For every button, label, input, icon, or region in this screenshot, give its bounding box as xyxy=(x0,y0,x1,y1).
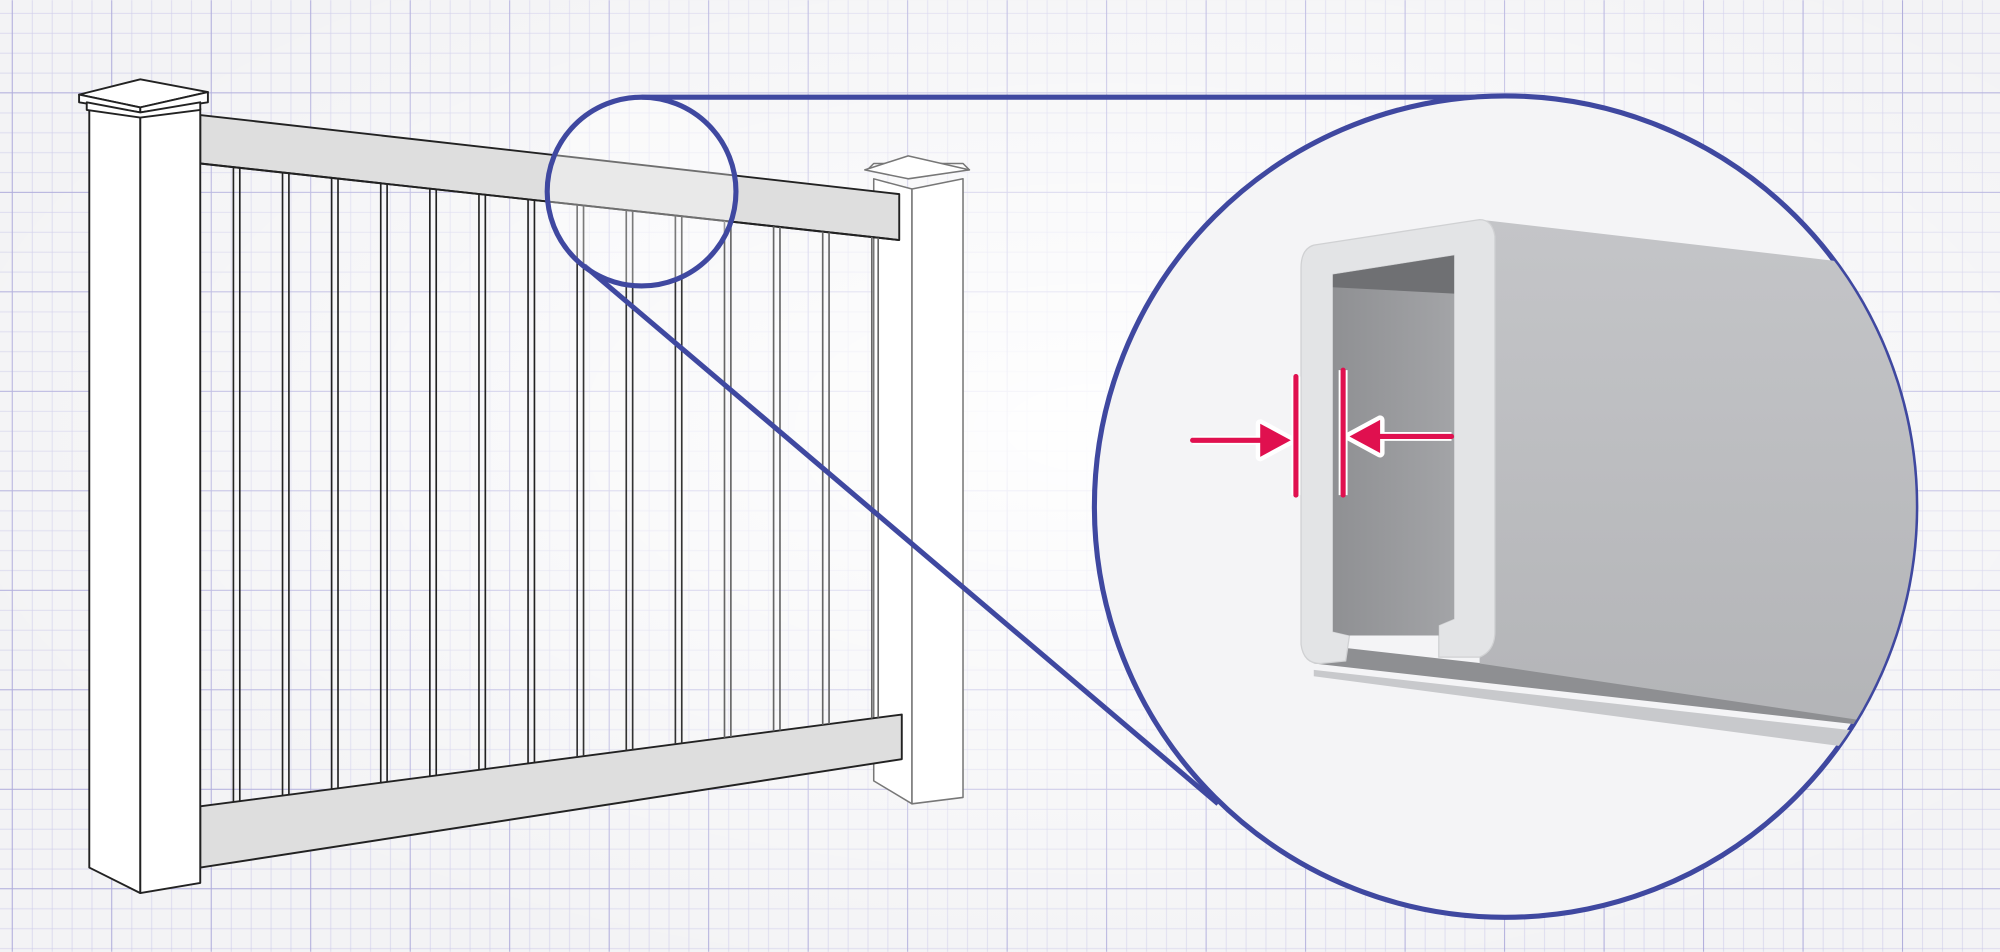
right-post xyxy=(864,155,971,805)
inward-arrows-icon xyxy=(1190,367,1455,498)
small-magnifier-circle xyxy=(544,94,739,289)
pickets xyxy=(232,167,880,803)
fence xyxy=(78,78,971,895)
rail-cross-section xyxy=(1300,218,1916,760)
left-post xyxy=(78,78,209,895)
